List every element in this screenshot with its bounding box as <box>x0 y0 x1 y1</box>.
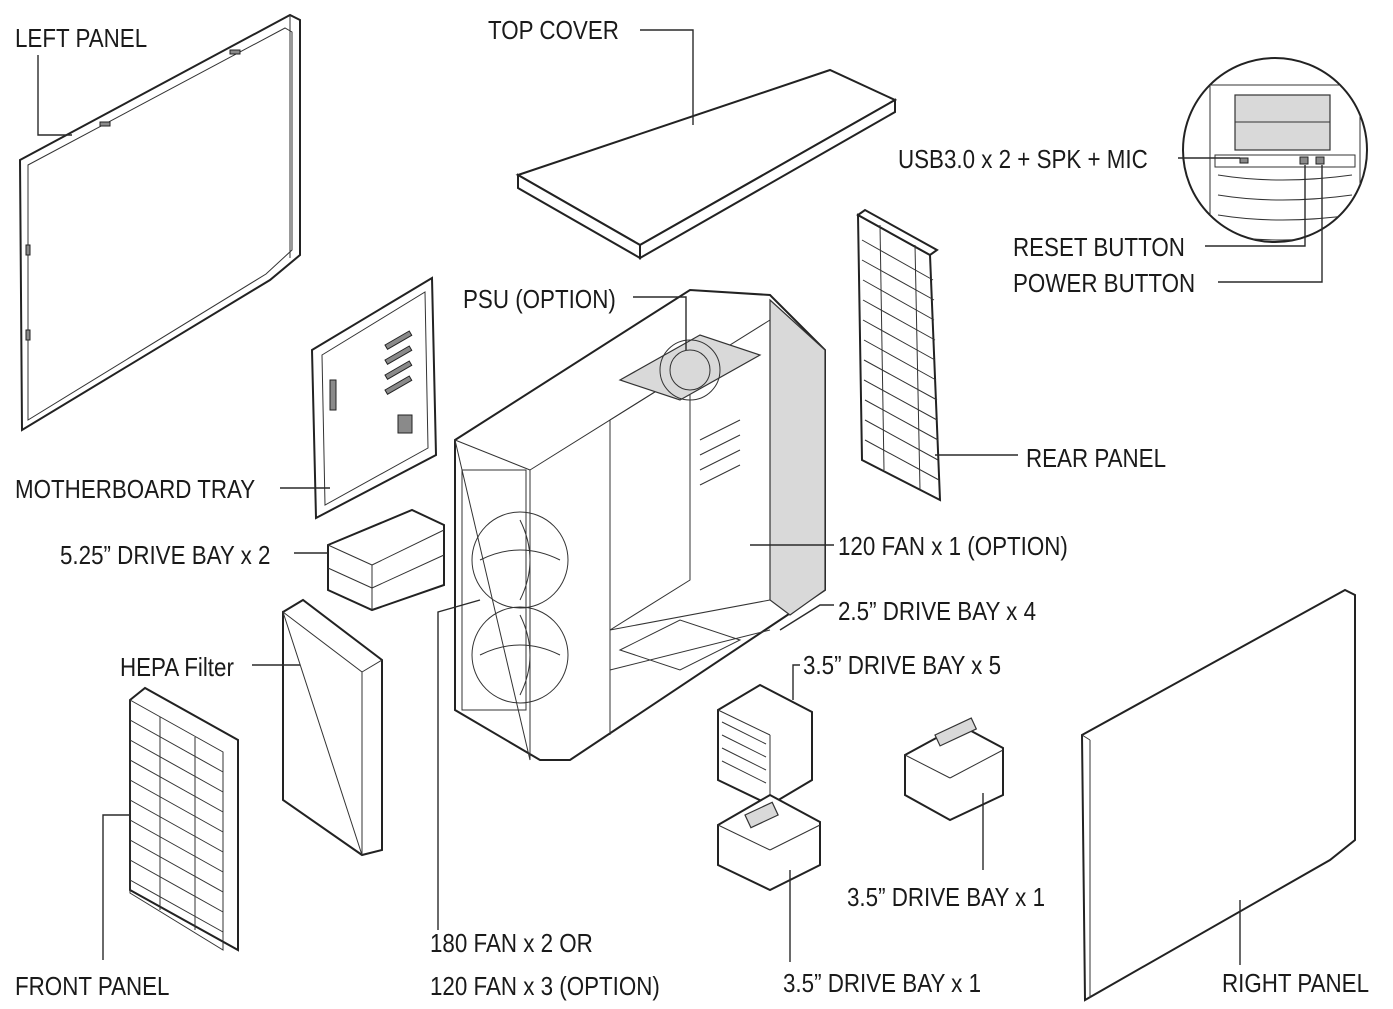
label-hepa-filter: HEPA Filter <box>120 652 234 682</box>
drive-bay-35-single-b-part <box>717 793 821 892</box>
left-panel-part <box>18 13 301 432</box>
front-io-inset <box>1182 57 1368 243</box>
top-cover-part <box>515 68 898 260</box>
label-fan-180-line1: 180 FAN x 2 OR <box>430 928 593 958</box>
label-motherboard-tray: MOTHERBOARD TRAY <box>15 474 256 504</box>
label-drive-bay-25: 2.5” DRIVE BAY x 4 <box>838 596 1037 626</box>
chassis-part <box>454 288 826 761</box>
motherboard-tray-part <box>310 276 438 520</box>
hepa-filter-part <box>282 598 383 857</box>
rear-panel-part <box>856 208 942 502</box>
drive-bay-35-cage-part <box>717 683 813 807</box>
label-fan-180-line2: 120 FAN x 3 (OPTION) <box>430 971 660 1001</box>
label-drive-bay-35-single-a: 3.5” DRIVE BAY x 1 <box>847 882 1046 912</box>
label-fan-120-rear: 120 FAN x 1 (OPTION) <box>838 531 1068 561</box>
label-top-cover: TOP COVER <box>488 15 619 45</box>
right-panel-part <box>1080 588 1356 1002</box>
drive-bay-35-single-a-part <box>904 717 1004 822</box>
drive-bay-525-part <box>327 508 445 612</box>
label-drive-bay-525: 5.25” DRIVE BAY x 2 <box>60 540 271 570</box>
label-left-panel: LEFT PANEL <box>15 23 148 53</box>
label-psu: PSU (OPTION) <box>463 284 616 314</box>
label-power-button: POWER BUTTON <box>1013 268 1196 298</box>
label-front-io: USB3.0 x 2 + SPK + MIC <box>898 144 1148 174</box>
label-reset-button: RESET BUTTON <box>1013 232 1185 262</box>
front-panel-part <box>129 686 239 952</box>
leader-lines <box>37 29 1323 965</box>
label-drive-bay-35-single-b: 3.5” DRIVE BAY x 1 <box>783 968 982 998</box>
label-right-panel: RIGHT PANEL <box>1222 968 1370 998</box>
label-front-panel: FRONT PANEL <box>15 971 170 1001</box>
label-drive-bay-35-cage: 3.5” DRIVE BAY x 5 <box>803 650 1002 680</box>
label-rear-panel: REAR PANEL <box>1026 443 1167 473</box>
